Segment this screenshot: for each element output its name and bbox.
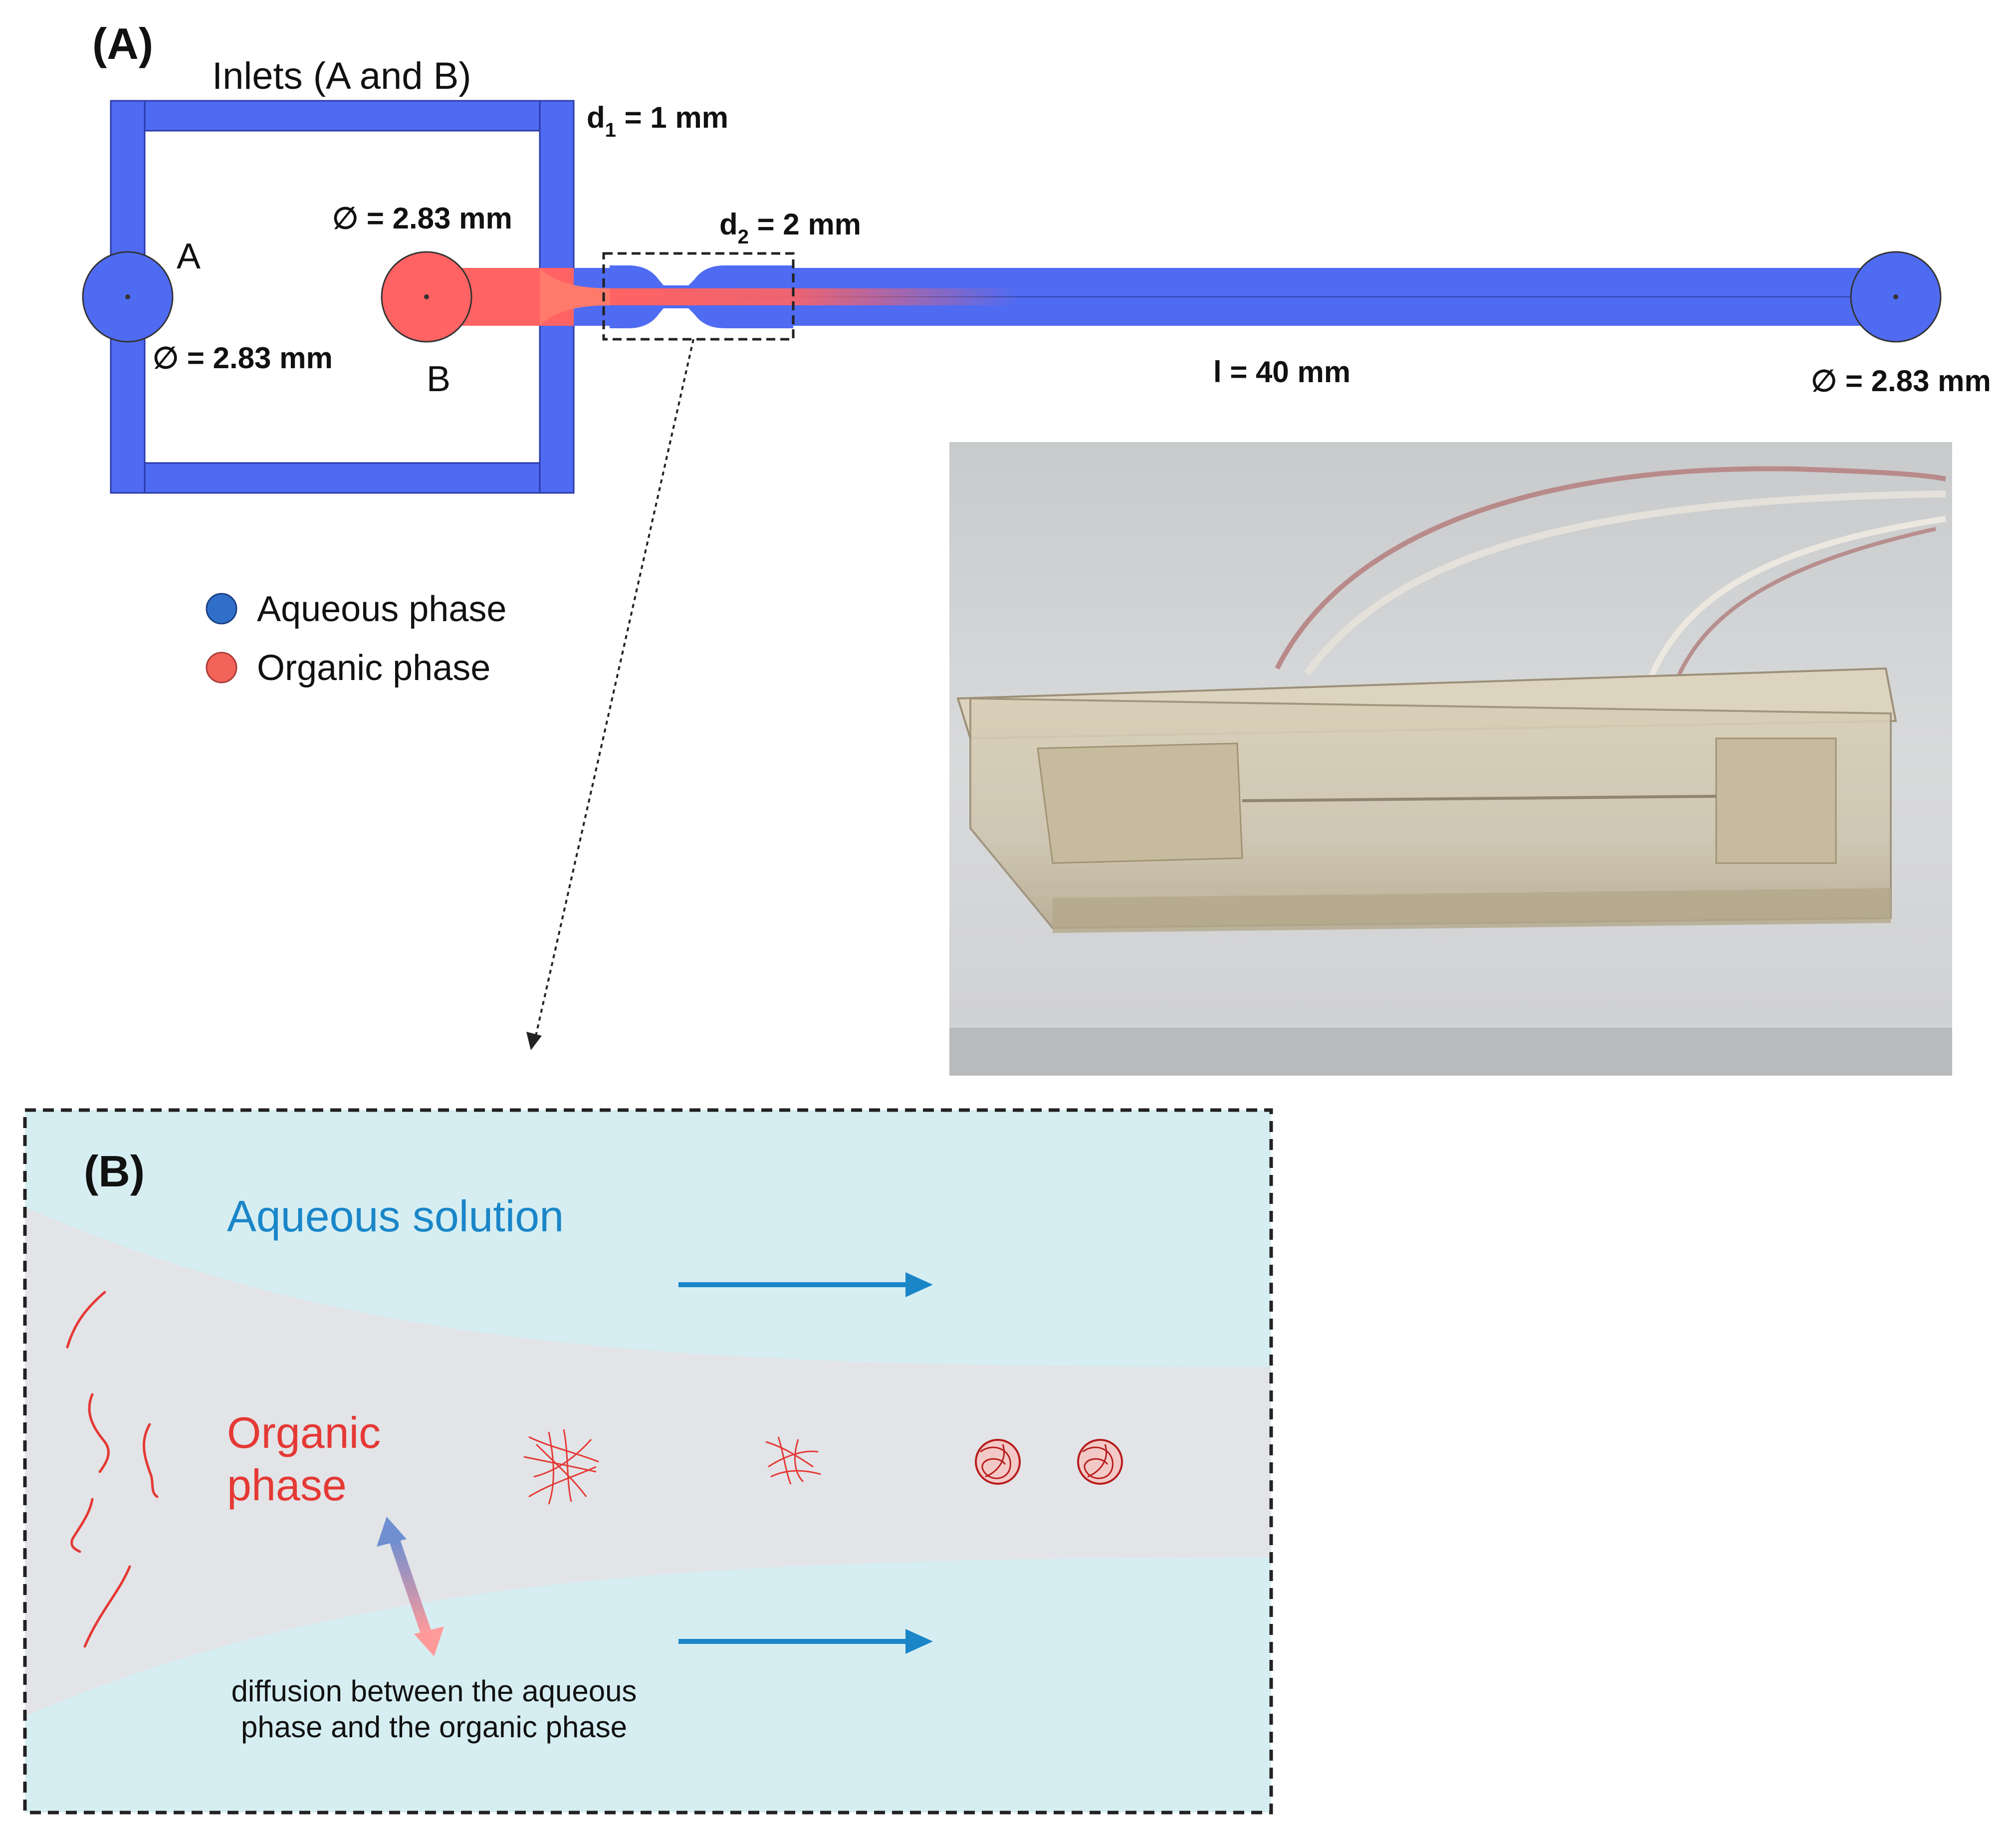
- tubing-red-2: [1669, 527, 1936, 694]
- chip-bottom-edge: [1053, 888, 1891, 933]
- polymer-aggregate-tight: [765, 1436, 821, 1485]
- organic-phase-label-line2: phase: [227, 1460, 347, 1510]
- inlet-a-port-center: [125, 294, 130, 299]
- diameter-b-label: ∅ = 2.83 mm: [332, 202, 512, 235]
- inlet-a-label: A: [177, 236, 201, 276]
- outlet: [1850, 251, 1942, 343]
- inlet-a: [82, 251, 174, 343]
- main-channel: [574, 265, 1936, 328]
- d2-label: d2 = 2 mm: [719, 208, 861, 248]
- inlet-b-junction: [540, 268, 610, 326]
- outlet-port-center: [1893, 294, 1898, 299]
- legend-swatch-organic: [206, 652, 237, 684]
- panel-a-label: (A): [92, 19, 153, 68]
- diffusion-label-line2: phase and the organic phase: [241, 1710, 627, 1744]
- organic-jet: [610, 288, 1019, 305]
- inlet-b-label: B: [427, 359, 450, 399]
- photo-paper-shadow: [949, 1028, 1952, 1076]
- legend-label-aqueous: Aqueous phase: [257, 589, 506, 629]
- aqueous-solution-label: Aqueous solution: [227, 1191, 564, 1241]
- loop-bottom-channel: [110, 462, 575, 494]
- inlets-title: Inlets (A and B): [212, 55, 471, 97]
- tubing-red: [1275, 466, 1946, 670]
- loop-top-channel: [110, 100, 575, 132]
- polymer-chain: [83, 1565, 131, 1648]
- inlet-a-loop: [110, 100, 575, 494]
- organic-phase-label-line1: Organic: [227, 1408, 381, 1457]
- diffusion-arrow: [377, 1517, 444, 1656]
- device-photo: [949, 442, 1952, 1076]
- polymer-chain: [88, 1393, 110, 1473]
- chip-channel: [1242, 795, 1717, 802]
- tubing-clear-2: [1643, 516, 1946, 690]
- nanoparticle-1: [975, 1439, 1021, 1485]
- chip-outlet-chamber: [1715, 737, 1837, 864]
- polymer-aggregate-loose: [523, 1429, 599, 1505]
- polymer-chain: [143, 1423, 159, 1498]
- zoom-box: [602, 252, 795, 341]
- d1-label: d1 = 1 mm: [587, 101, 728, 141]
- diffusion-label-line1: diffusion between the aqueous: [231, 1674, 637, 1708]
- chip-inlet-chamber: [1037, 742, 1243, 864]
- polymer-chains: [66, 1291, 159, 1648]
- polymer-chain: [66, 1291, 106, 1349]
- nanoparticle-2: [1077, 1439, 1123, 1485]
- tubing-clear-1: [1304, 490, 1946, 676]
- flow-arrow-top: [678, 1272, 933, 1297]
- inlet-b: [381, 251, 610, 343]
- zoom-pointer: [534, 339, 694, 1041]
- legend: Aqueous phase Organic phase: [206, 589, 506, 688]
- zoom-pointer-arrowhead: [526, 1032, 542, 1050]
- panel-a: (A) Inlets (A and B): [82, 19, 1991, 1050]
- organic-stream: [25, 1207, 1271, 1716]
- panel-b-label: (B): [84, 1146, 145, 1196]
- length-label: l = 40 mm: [1213, 355, 1350, 389]
- diameter-outlet-label: ∅ = 2.83 mm: [1811, 364, 1991, 398]
- flow-arrow-bottom: [678, 1629, 933, 1654]
- legend-swatch-aqueous: [206, 593, 237, 625]
- legend-label-organic: Organic phase: [257, 648, 490, 688]
- polymer-chain: [70, 1498, 94, 1553]
- inlet-b-port-center: [424, 294, 429, 299]
- panel-b-border: [23, 1108, 1273, 1815]
- diameter-a-label: ∅ = 2.83 mm: [153, 341, 333, 375]
- panel-b: (B) Aqueous solution Organic phase diffu…: [23, 1108, 1273, 1815]
